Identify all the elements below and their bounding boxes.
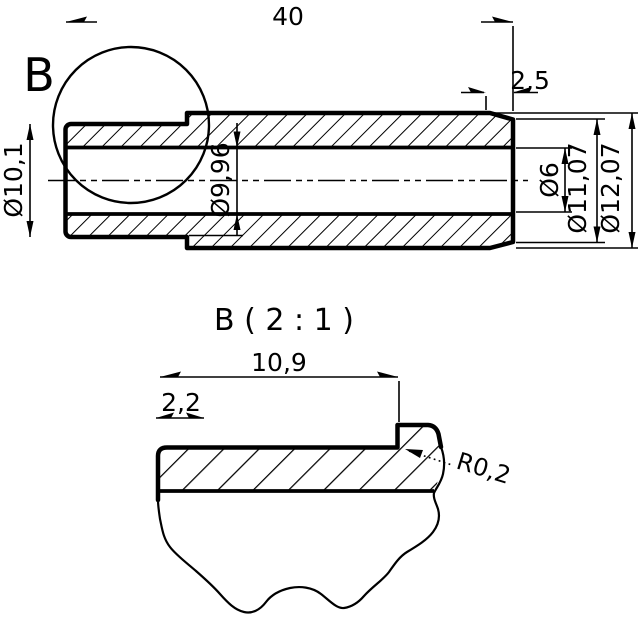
dim-detail-length-label: 10,9 [251,348,307,377]
dim-length-40-label: 40 [272,2,304,31]
dim-od-left: Ø10,1 [0,124,34,237]
main-view: B 40 2,5 Ø10,1 [0,2,638,251]
detail-view: B ( 2 : 1 ) 10,9 2,2 R0,2 [155,303,514,614]
dim-od-body: Ø12,07 [494,112,638,249]
dim-od-end-label: Ø11,07 [563,142,592,233]
hatch-bottom-left-wall [66,215,187,237]
part-outline [63,110,516,251]
dim-counterbore: Ø9,96 [189,123,243,237]
hatch-top-main-wall [187,113,513,147]
dim-counterbore-label: Ø9,96 [206,142,235,217]
hatch-top-left-wall [66,124,187,147]
dim-od-left-label: Ø10,1 [0,142,28,217]
dim-taper-2-5: 2,5 [461,66,550,110]
dim-detail-pilot-label: 2,2 [161,388,201,417]
hatch-bottom-main-wall [187,215,513,248]
dim-od-body-label: Ø12,07 [596,142,625,233]
detail-break-line [156,445,446,614]
detail-marker-label: B [23,48,55,102]
detail-title: B ( 2 : 1 ) [214,303,354,338]
detail-outline [155,422,444,503]
dim-length-40: 40 [66,2,514,111]
dim-bore-label: Ø6 [535,162,564,198]
dim-bore: Ø6 [516,147,572,213]
dim-detail-length: 10,9 [160,348,400,422]
dim-od-end: Ø11,07 [516,118,605,244]
dim-detail-pilot: 2,2 [156,388,204,419]
detail-hatch-wall [158,425,443,491]
dim-taper-label: 2,5 [510,66,550,95]
dim-fillet-radius-label: R0,2 [453,447,514,490]
detail-circle-b [51,45,211,205]
